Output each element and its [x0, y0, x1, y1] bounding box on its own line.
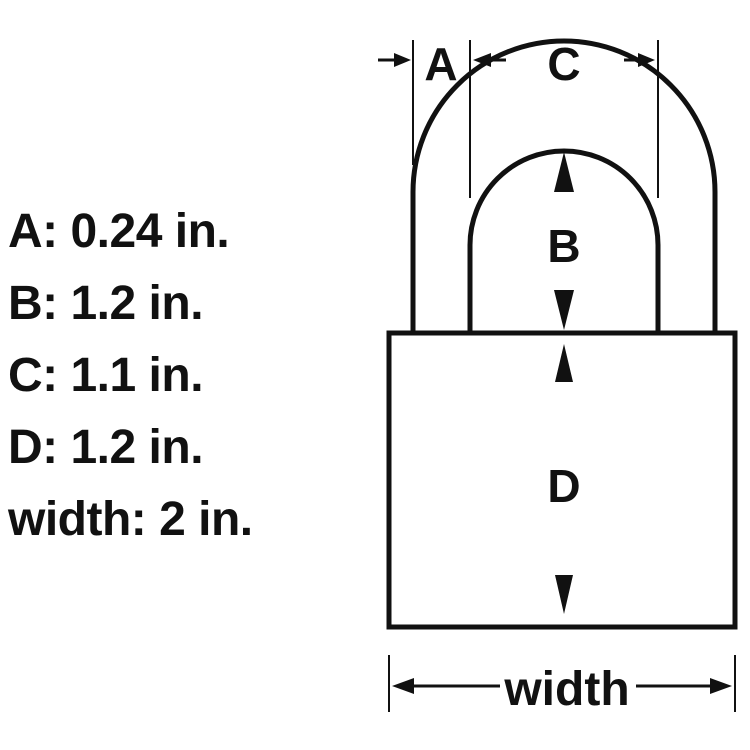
dimension-d-arrowhead-bottom	[555, 575, 573, 614]
dimension-b-arrowhead-top	[554, 152, 574, 192]
dimension-width-arrowhead-right	[710, 678, 732, 694]
dimension-label-a: A	[424, 38, 457, 90]
dimension-c-arrowhead-left	[473, 53, 491, 67]
dimension-label-b: B	[547, 220, 580, 272]
dimension-width-arrowhead-left	[392, 678, 414, 694]
dimension-c-arrowhead-right	[638, 53, 655, 67]
spec-d: D: 1.2 in.	[8, 421, 204, 474]
spec-b: B: 1.2 in.	[8, 277, 204, 330]
dimension-d-arrowhead-top	[555, 344, 573, 382]
spec-c: C: 1.1 in.	[8, 349, 204, 402]
spec-a: A: 0.24 in.	[8, 205, 230, 258]
dimension-a-arrowhead	[394, 53, 411, 67]
shackle-outer	[410, 38, 718, 333]
dimension-label-width: width	[503, 663, 629, 716]
dimension-b-arrowhead-bottom	[554, 290, 574, 330]
dimension-label-d: D	[547, 460, 580, 512]
spec-width: width: 2 in.	[8, 493, 253, 546]
shackle-inner	[467, 148, 661, 333]
spec-list: A: 0.24 in. B: 1.2 in. C: 1.1 in. D: 1.2…	[8, 196, 253, 556]
dimension-label-c: C	[547, 38, 580, 90]
